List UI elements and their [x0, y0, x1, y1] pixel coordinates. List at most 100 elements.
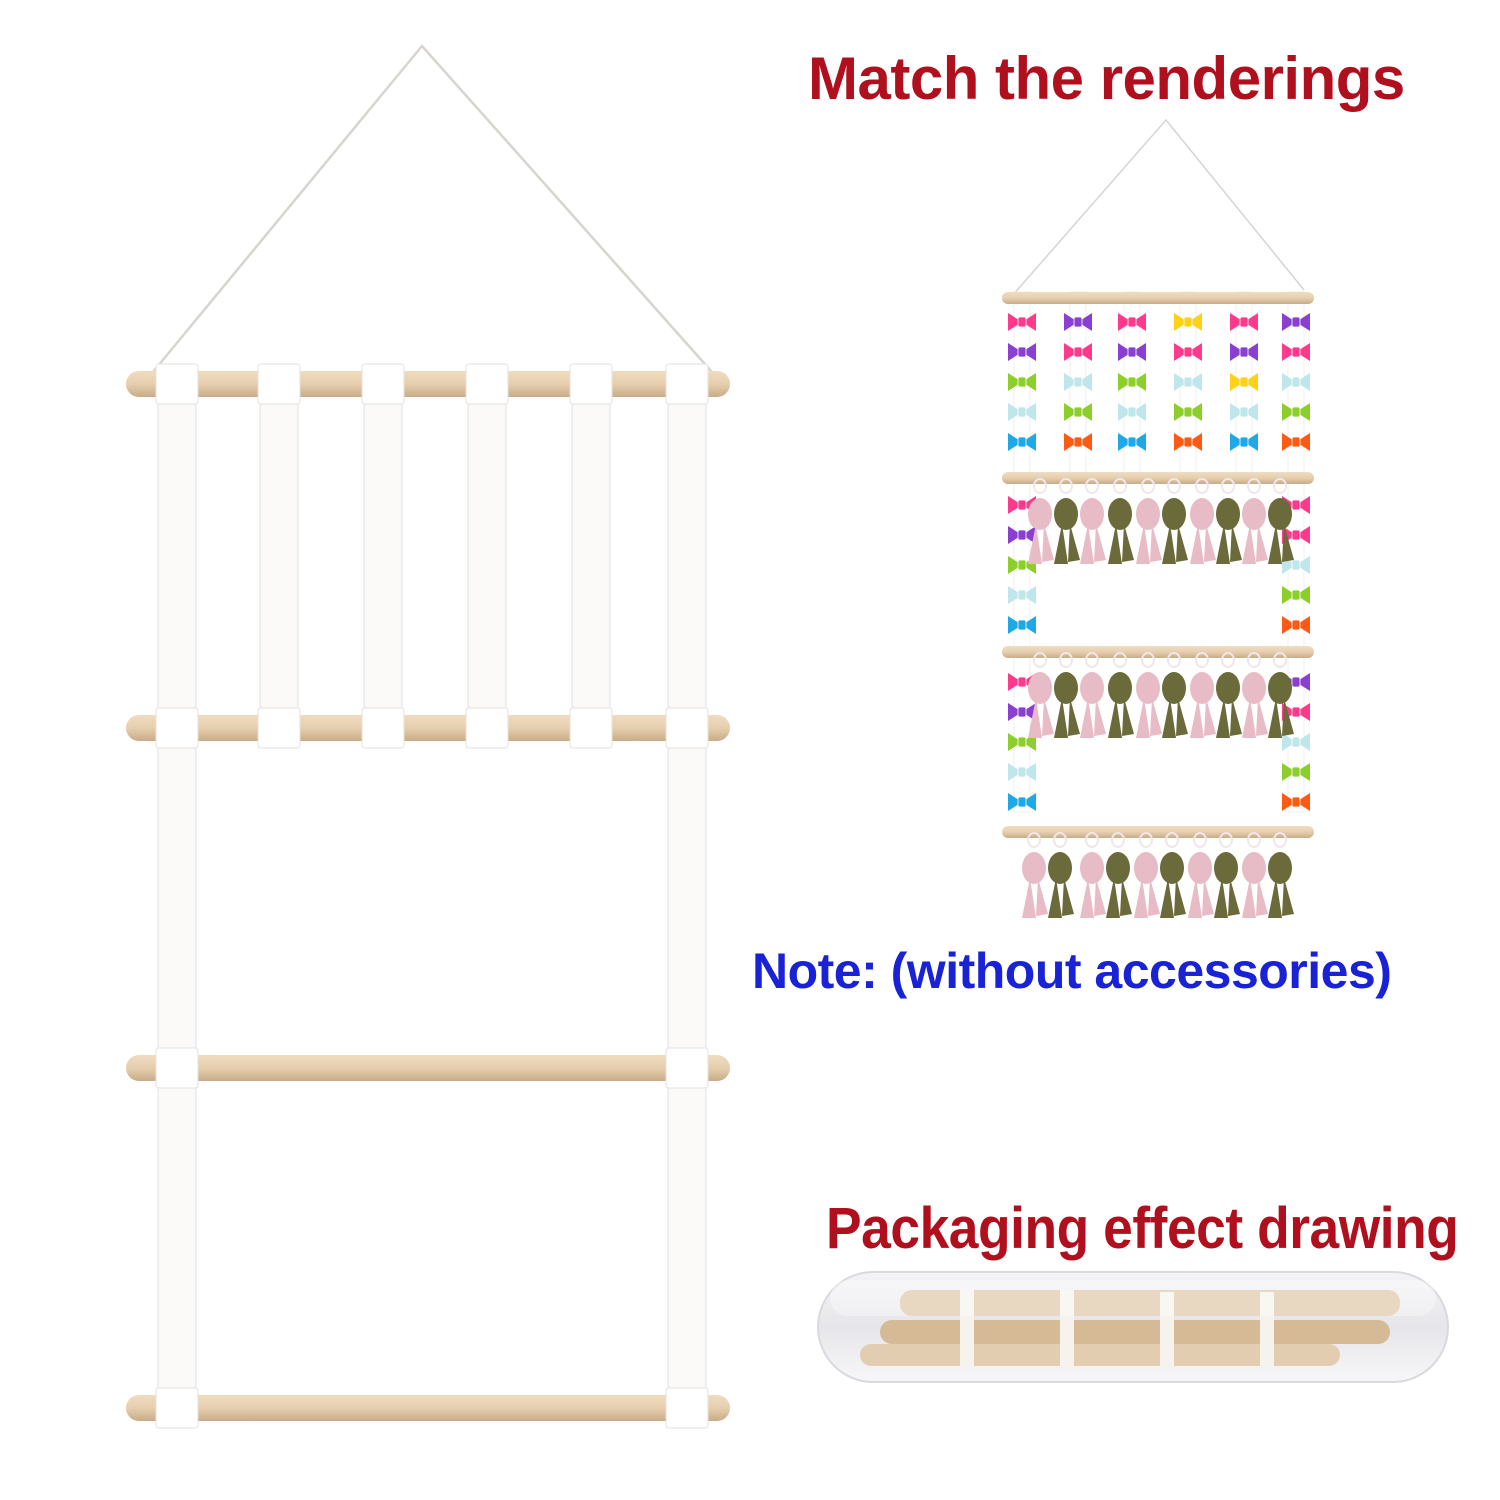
bow-knot — [1291, 559, 1301, 571]
strap-loop — [665, 707, 709, 749]
bow-clip — [1282, 763, 1310, 781]
bow-right — [1078, 403, 1092, 421]
scrunchie-tail — [1190, 524, 1204, 564]
bow-right — [1022, 526, 1036, 544]
bow-left — [1282, 763, 1296, 781]
bow-knot — [1017, 589, 1027, 601]
scrunchie-body — [1080, 672, 1104, 704]
scrunchie-body — [1162, 672, 1186, 704]
bow-clip — [1008, 586, 1036, 604]
scrunchie-body — [1028, 498, 1052, 530]
hook — [1085, 652, 1099, 668]
scrunchie-tail — [1036, 878, 1048, 916]
hook — [1195, 652, 1209, 668]
scrunchie-tail — [1282, 698, 1294, 736]
bow-left — [1174, 343, 1188, 361]
bow-knot — [1017, 619, 1027, 631]
bow-clip — [1008, 373, 1036, 391]
scrunchie-tail — [1136, 698, 1150, 738]
hook — [1027, 832, 1041, 848]
scrunchie-tail — [1022, 878, 1036, 918]
mini-accessories — [1008, 313, 1310, 918]
bow-right — [1296, 616, 1310, 634]
scrunchie-tail — [1228, 878, 1240, 916]
scrunchie-tail — [1148, 878, 1160, 916]
match-renderings-title: Match the renderings — [808, 45, 1405, 112]
scrunchie-tail — [1080, 878, 1094, 918]
bow-left — [1008, 556, 1022, 574]
scrunchie-body — [1028, 672, 1052, 704]
scrunchie-tail — [1150, 524, 1162, 562]
bow-clip — [1174, 373, 1202, 391]
scrunchie-body — [1162, 498, 1186, 530]
hook — [1165, 832, 1179, 848]
bow-left — [1064, 343, 1078, 361]
bow-knot — [1127, 376, 1137, 388]
packaging-title: Packaging effect drawing — [826, 1196, 1459, 1261]
bag-rod-1 — [900, 1290, 1400, 1316]
scrunchie — [1080, 832, 1106, 918]
scrunchie-tail — [1094, 524, 1106, 562]
strap-loop — [665, 1387, 709, 1429]
mini-rod-4 — [1002, 826, 1314, 838]
scrunchie-tail — [1160, 878, 1174, 918]
bow-left — [1174, 313, 1188, 331]
bow-left — [1174, 403, 1188, 421]
bow-right — [1132, 373, 1146, 391]
bow-left — [1282, 616, 1296, 634]
scrunchie — [1080, 478, 1106, 564]
bow-left — [1008, 343, 1022, 361]
scrunchie-body — [1022, 852, 1046, 884]
bow-right — [1022, 373, 1036, 391]
hook — [1273, 652, 1287, 668]
hook — [1141, 478, 1155, 494]
hook — [1273, 478, 1287, 494]
mini-rod-2 — [1002, 472, 1314, 484]
hook — [1059, 478, 1073, 494]
bow-right — [1022, 586, 1036, 604]
bow-clip — [1008, 313, 1036, 331]
scrunchie-body — [1054, 498, 1078, 530]
scrunchie-body — [1136, 498, 1160, 530]
bow-right — [1296, 793, 1310, 811]
rod-1 — [126, 371, 730, 397]
scrunchie — [1136, 652, 1162, 738]
rod-2 — [126, 715, 730, 741]
scrunchie-body — [1242, 672, 1266, 704]
bow-right — [1296, 703, 1310, 721]
bow-clip — [1118, 433, 1146, 451]
scrunchie-tail — [1122, 524, 1134, 562]
bow-right — [1022, 313, 1036, 331]
bow-knot — [1127, 346, 1137, 358]
bow-left — [1008, 793, 1022, 811]
bow-clip — [1064, 343, 1092, 361]
bow-right — [1244, 403, 1258, 421]
bow-clip — [1282, 343, 1310, 361]
mini-rod-1 — [1002, 292, 1314, 304]
bow-right — [1296, 343, 1310, 361]
scrunchie-tail — [1282, 524, 1294, 562]
scrunchie-tail — [1108, 698, 1122, 738]
bow-left — [1118, 313, 1132, 331]
bow-knot — [1017, 376, 1027, 388]
scrunchie — [1268, 652, 1294, 738]
scrunchie-body — [1080, 852, 1104, 884]
scrunchie-tail — [1068, 698, 1080, 736]
bow-clip — [1064, 373, 1092, 391]
hook — [1247, 652, 1261, 668]
scrunchie — [1216, 478, 1242, 564]
bow-left — [1064, 373, 1078, 391]
bow-right — [1078, 343, 1092, 361]
bow-knot — [1291, 619, 1301, 631]
scrunchie-tail — [1054, 698, 1068, 738]
hook — [1113, 652, 1127, 668]
bow-knot — [1017, 316, 1027, 328]
strap-loop — [361, 363, 405, 405]
scrunchie — [1242, 832, 1268, 918]
bow-right — [1296, 733, 1310, 751]
main-rods — [126, 363, 730, 1429]
scrunchie — [1190, 652, 1216, 738]
strap-loop — [257, 707, 301, 749]
bow-clip — [1282, 586, 1310, 604]
scrunchie-tail — [1120, 878, 1132, 916]
